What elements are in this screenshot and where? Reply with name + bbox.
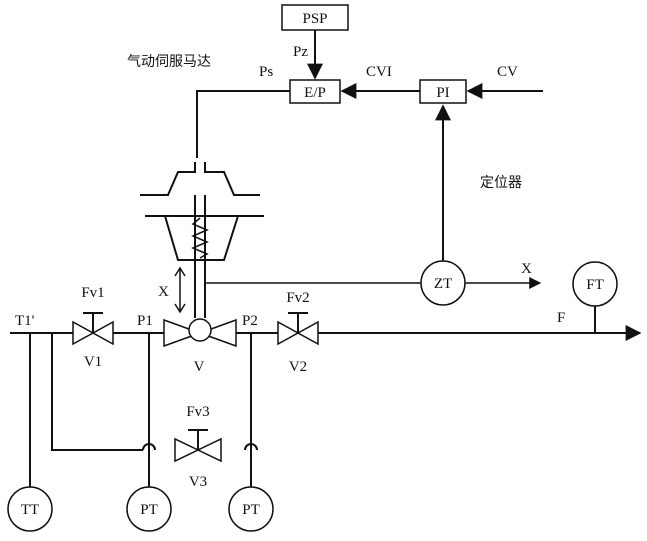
control-valve-v [163, 318, 237, 348]
diagram-title: 气动伺服马达 [127, 54, 211, 70]
v-label: V [194, 359, 205, 375]
valve-v2 [277, 312, 319, 346]
positioner-label: 定位器 [480, 175, 522, 191]
psp-label: PSP [302, 11, 327, 27]
zt-label: ZT [434, 276, 452, 292]
pz-label: Pz [293, 44, 308, 60]
pi-label: PI [436, 85, 449, 101]
ps-label: Ps [259, 64, 273, 80]
stroke-arrow-down-head [174, 303, 186, 314]
pt1-transmitter [126, 486, 172, 532]
stroke-x-label: X [158, 284, 169, 300]
actuator-spring [191, 217, 209, 259]
stroke-arrow-up-head [174, 266, 186, 277]
valve-v3 [174, 429, 222, 463]
v2-label: V2 [289, 359, 307, 375]
fv1-label: Fv1 [81, 285, 104, 301]
v3-label: V3 [189, 474, 207, 490]
fv2-label: Fv2 [286, 290, 309, 306]
ps-air-line [196, 90, 290, 158]
ep-label: E/P [304, 85, 326, 101]
tt-transmitter [7, 486, 53, 532]
v1-label: V1 [84, 354, 102, 370]
t1-label: T1' [15, 313, 35, 329]
p2-label: P2 [242, 313, 258, 329]
pt1-label: PT [140, 502, 158, 518]
cvi-label: CVI [366, 64, 392, 80]
x-output-label: X [521, 261, 532, 277]
actuator-diaphragm [140, 162, 264, 318]
valve-v1 [72, 312, 114, 346]
fv3-label: Fv3 [186, 404, 209, 420]
bypass-line [51, 333, 143, 451]
pt2-label: PT [242, 502, 260, 518]
tt-label: TT [21, 502, 39, 518]
pt2-transmitter [228, 486, 274, 532]
p1-label: P1 [137, 313, 153, 329]
ft-label: FT [586, 277, 604, 293]
flow-f-label: F [557, 310, 565, 326]
cv-label: CV [497, 64, 518, 80]
